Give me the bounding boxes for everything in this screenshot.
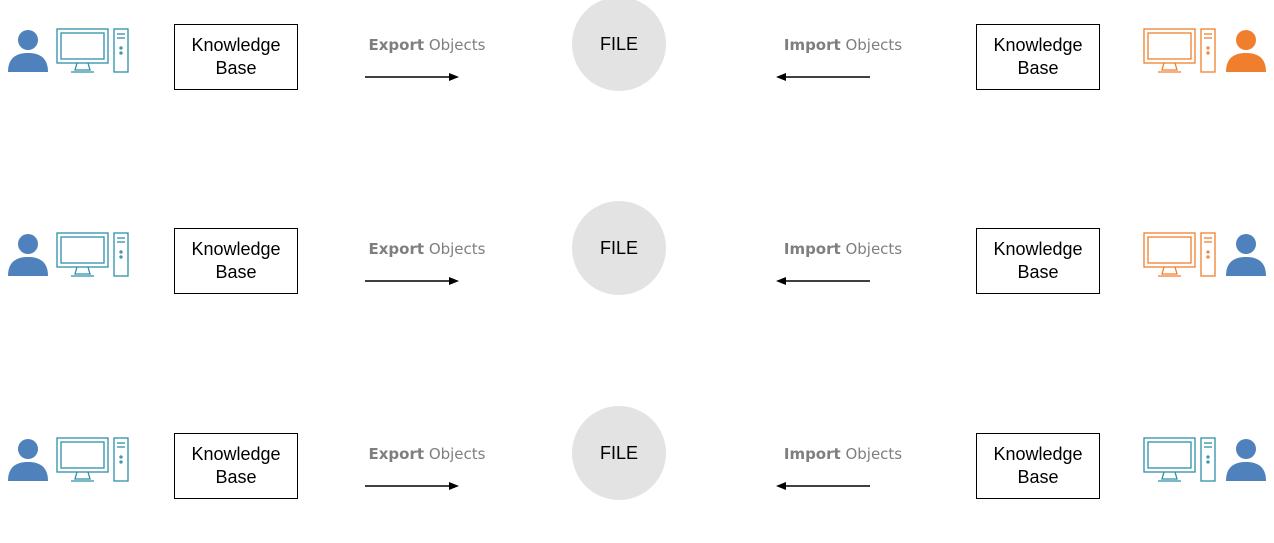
knowledge-base-box: Knowledge Base — [976, 24, 1100, 90]
knowledge-base-label: Knowledge Base — [993, 35, 1083, 78]
knowledge-base-label: Knowledge Base — [191, 444, 281, 487]
import-arrow — [776, 277, 870, 285]
file-label: FILE — [599, 33, 638, 54]
person-icon — [1226, 30, 1266, 72]
import-objects-label: Import Objects — [763, 240, 923, 258]
file-circle: FILE — [572, 0, 666, 91]
import-objects-label: Import Objects — [763, 445, 923, 463]
file-label: FILE — [599, 237, 638, 258]
export-objects-label: Export Objects — [347, 445, 507, 463]
person-icon — [1226, 439, 1266, 481]
import-label-bold: Import — [783, 36, 841, 54]
knowledge-base-label: Knowledge Base — [191, 239, 281, 282]
person-icon — [8, 439, 48, 481]
import-objects-label: Import Objects — [763, 36, 923, 54]
knowledge-base-box: Knowledge Base — [174, 228, 298, 294]
import-label-rest: Objects — [840, 36, 903, 54]
export-arrow — [365, 73, 459, 81]
export-label-rest: Objects — [424, 36, 486, 54]
file-circle: FILE — [572, 201, 666, 295]
person-icon — [1226, 234, 1266, 276]
knowledge-base-box: Knowledge Base — [976, 228, 1100, 294]
export-arrow — [365, 277, 459, 285]
import-label-bold: Import — [783, 445, 841, 463]
import-arrow — [776, 482, 870, 490]
knowledge-base-label: Knowledge Base — [993, 239, 1083, 282]
import-label-rest: Objects — [840, 240, 903, 258]
person-icon — [8, 30, 48, 72]
transfer-row-2: Knowledge Base Export Objects FILE Impor… — [0, 201, 1274, 338]
knowledge-base-label: Knowledge Base — [191, 35, 281, 78]
desktop-computer-icon — [1143, 28, 1216, 73]
export-label-bold: Export — [368, 36, 425, 54]
desktop-computer-icon — [1143, 437, 1216, 482]
knowledge-base-label: Knowledge Base — [993, 444, 1083, 487]
export-label-rest: Objects — [424, 445, 486, 463]
knowledge-base-box: Knowledge Base — [174, 433, 298, 499]
knowledge-base-box: Knowledge Base — [174, 24, 298, 90]
desktop-computer-icon — [56, 437, 129, 482]
export-label-bold: Export — [368, 445, 425, 463]
knowledge-base-box: Knowledge Base — [976, 433, 1100, 499]
export-arrow — [365, 482, 459, 490]
export-objects-label: Export Objects — [347, 240, 507, 258]
export-label-rest: Objects — [424, 240, 486, 258]
export-objects-label: Export Objects — [347, 36, 507, 54]
desktop-computer-icon — [56, 232, 129, 277]
import-arrow — [776, 73, 870, 81]
transfer-row-3: Knowledge Base Export Objects FILE Impor… — [0, 406, 1274, 543]
transfer-row-1: Knowledge Base Export Objects FILE Impor… — [0, 0, 1274, 134]
file-label: FILE — [599, 442, 638, 463]
person-icon — [8, 234, 48, 276]
import-label-bold: Import — [783, 240, 841, 258]
desktop-computer-icon — [1143, 232, 1216, 277]
desktop-computer-icon — [56, 28, 129, 73]
import-label-rest: Objects — [840, 445, 903, 463]
export-label-bold: Export — [368, 240, 425, 258]
file-circle: FILE — [572, 406, 666, 500]
